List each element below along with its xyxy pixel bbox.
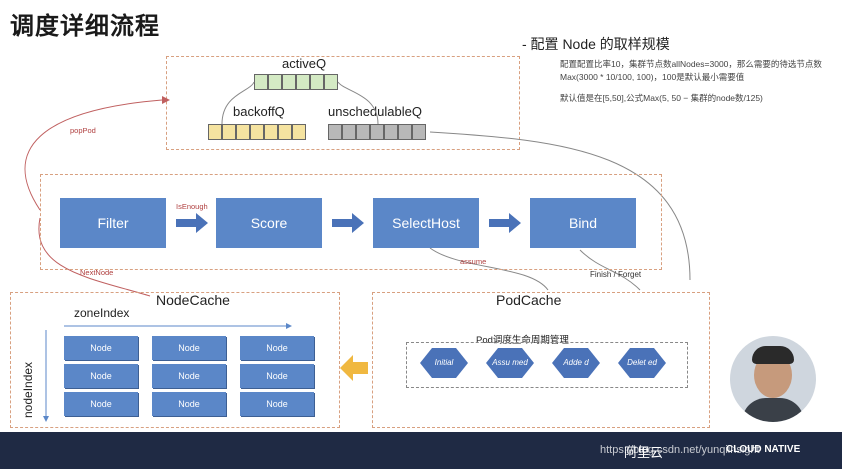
active-queue-label: activeQ bbox=[282, 56, 327, 71]
filter-box: Filter bbox=[60, 198, 166, 248]
state-assumed: Assu med bbox=[486, 348, 534, 378]
pod-cache-title: PodCache bbox=[496, 292, 562, 308]
state-added: Adde d bbox=[552, 348, 600, 378]
assume-label: assume bbox=[460, 257, 487, 266]
node-cell: Node bbox=[152, 364, 226, 388]
arrow-icon bbox=[176, 213, 208, 233]
sampling-bullet-1: 配置配置比率10，集群节点数allNodes=3000，那么需要的待选节点数 M… bbox=[560, 59, 822, 82]
arrow-icon bbox=[332, 213, 364, 233]
pod-lifecycle-label: Pod调度生命周期管理 bbox=[476, 335, 569, 346]
next-node-label: NextNode bbox=[80, 268, 114, 277]
node-cell: Node bbox=[152, 392, 226, 416]
node-cell: Node bbox=[64, 364, 138, 388]
footer-bar bbox=[0, 432, 842, 469]
queue-container bbox=[166, 56, 520, 150]
state-deleted: Delet ed bbox=[618, 348, 666, 378]
unschedulable-queue-label: unschedulableQ bbox=[328, 104, 422, 119]
watermark-text: https://blog.csdn.net/yunqiinsight bbox=[600, 444, 760, 456]
flow-container bbox=[40, 174, 662, 270]
pop-pod-label: popPod bbox=[70, 126, 96, 135]
pod-lifecycle-box bbox=[406, 342, 688, 388]
left-arrow-icon bbox=[340, 355, 368, 381]
backoff-queue bbox=[208, 124, 306, 140]
presenter-video bbox=[730, 336, 816, 422]
zone-index-label: zoneIndex bbox=[74, 306, 130, 320]
node-cell: Node bbox=[240, 336, 314, 360]
footer-brand: 阿里云 bbox=[624, 445, 664, 460]
is-enough-label: IsEnough bbox=[176, 202, 208, 211]
sampling-bullet-2: 默认值是在[5,50],公式Max(5, 50 − 集群的node数/125) bbox=[560, 93, 763, 103]
zone-index-axis bbox=[64, 323, 292, 329]
node-cache-container bbox=[10, 292, 340, 428]
bind-box: Bind bbox=[530, 198, 636, 248]
pod-cache-container bbox=[372, 292, 710, 428]
node-index-axis bbox=[43, 330, 49, 422]
node-cell: Node bbox=[64, 392, 138, 416]
page-title: 调度详细流程 bbox=[10, 13, 160, 40]
active-queue bbox=[254, 74, 338, 90]
arrow-icon bbox=[489, 213, 521, 233]
score-box: Score bbox=[216, 198, 322, 248]
state-initial: Initial bbox=[420, 348, 468, 378]
node-cell: Node bbox=[240, 364, 314, 388]
sampling-heading: - 配置 Node 的取样规模 bbox=[522, 36, 670, 52]
node-cell: Node bbox=[240, 392, 314, 416]
footer-cloud-native: CLOUD NATIVE bbox=[726, 444, 801, 455]
node-cell: Node bbox=[64, 336, 138, 360]
node-cell: Node bbox=[152, 336, 226, 360]
node-cache-title: NodeCache bbox=[156, 292, 230, 308]
unschedulable-queue bbox=[328, 124, 426, 140]
node-index-label: nodeIndex bbox=[21, 361, 35, 418]
finish-forget-label: Finish / Forget bbox=[590, 270, 642, 279]
select-host-box: SelectHost bbox=[373, 198, 479, 248]
backoff-queue-label: backoffQ bbox=[233, 104, 285, 119]
